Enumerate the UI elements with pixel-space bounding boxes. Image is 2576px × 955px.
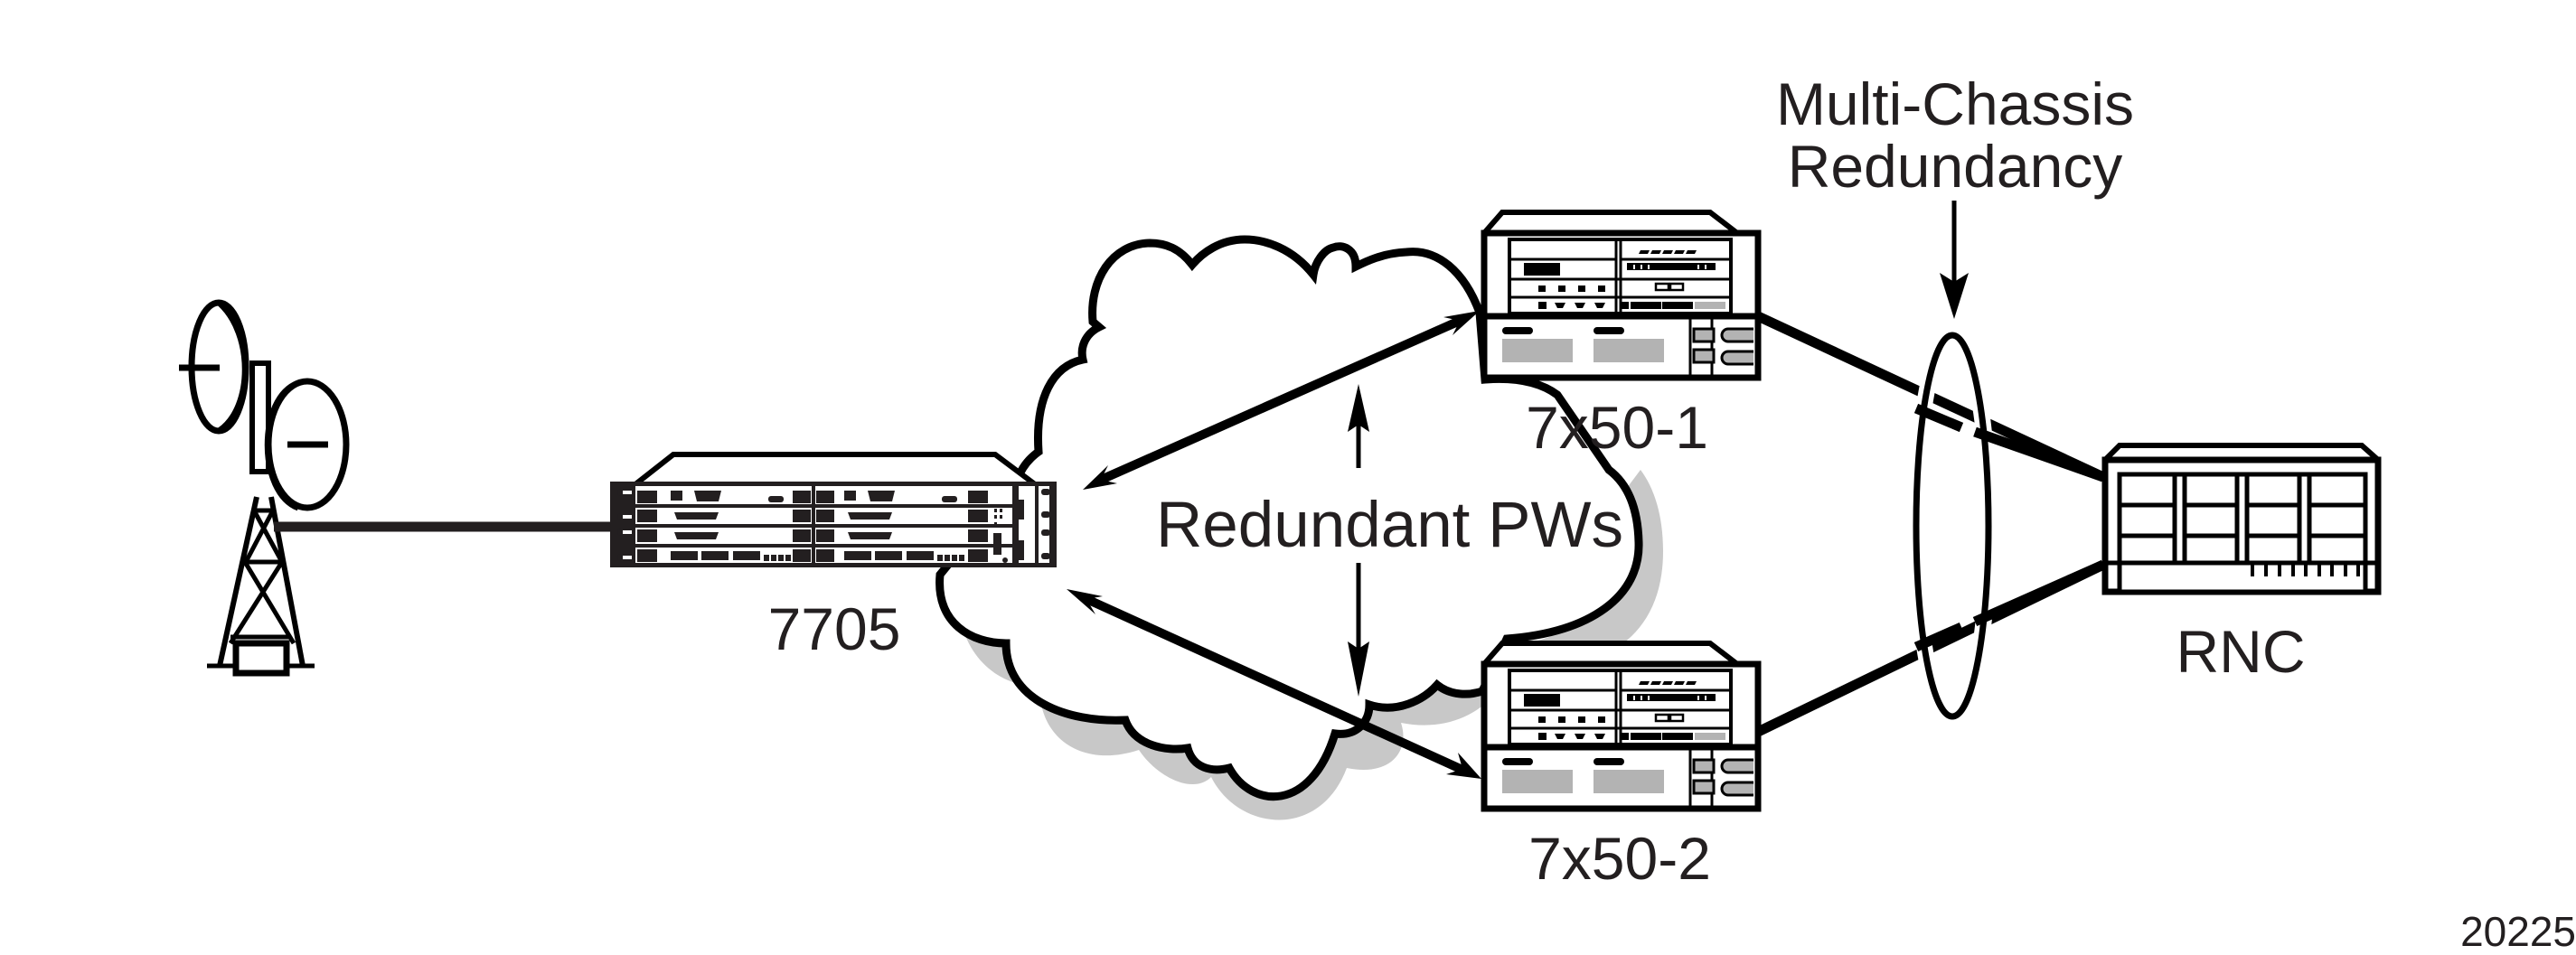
arrowhead-icon xyxy=(1940,273,1969,319)
multi-chassis-ellipse xyxy=(1908,327,2106,725)
router-7705-icon xyxy=(610,452,1057,567)
rnc-icon xyxy=(2101,443,2382,595)
label-multi-chassis: Multi-Chassis xyxy=(1776,70,2134,137)
arrowhead-icon xyxy=(1348,384,1369,432)
tower-base xyxy=(232,640,290,677)
arrowhead-icon xyxy=(1446,753,1481,779)
label-redundancy: Redundancy xyxy=(1788,133,2123,200)
router-7x50-2-icon xyxy=(1481,641,1762,812)
router-7x50-1-icon xyxy=(1481,210,1762,381)
redundant-pw-arrows xyxy=(1067,311,1481,779)
arrowhead-icon xyxy=(1443,311,1480,335)
7705-top xyxy=(634,452,1037,487)
label-7705: 7705 xyxy=(768,595,901,662)
label-7x50-2: 7x50-2 xyxy=(1528,825,1711,892)
label-7x50-1: 7x50-1 xyxy=(1526,394,1708,461)
figure-number: 20225 xyxy=(2460,908,2576,955)
arrowhead-icon xyxy=(1348,641,1369,697)
pw-to-7x50-2 xyxy=(1082,594,1465,774)
cloud-outline xyxy=(935,235,1643,801)
arrowhead-icon xyxy=(1083,465,1117,490)
label-redundant-pws: Redundant PWs xyxy=(1156,490,1623,561)
cell-tower-icon xyxy=(179,299,350,677)
arrowhead-icon xyxy=(1067,589,1103,614)
dish-1-rim xyxy=(217,301,248,433)
label-rnc: RNC xyxy=(2176,618,2306,685)
pw-to-7x50-1 xyxy=(1098,316,1462,484)
ip-mpls-cloud xyxy=(935,235,1663,820)
